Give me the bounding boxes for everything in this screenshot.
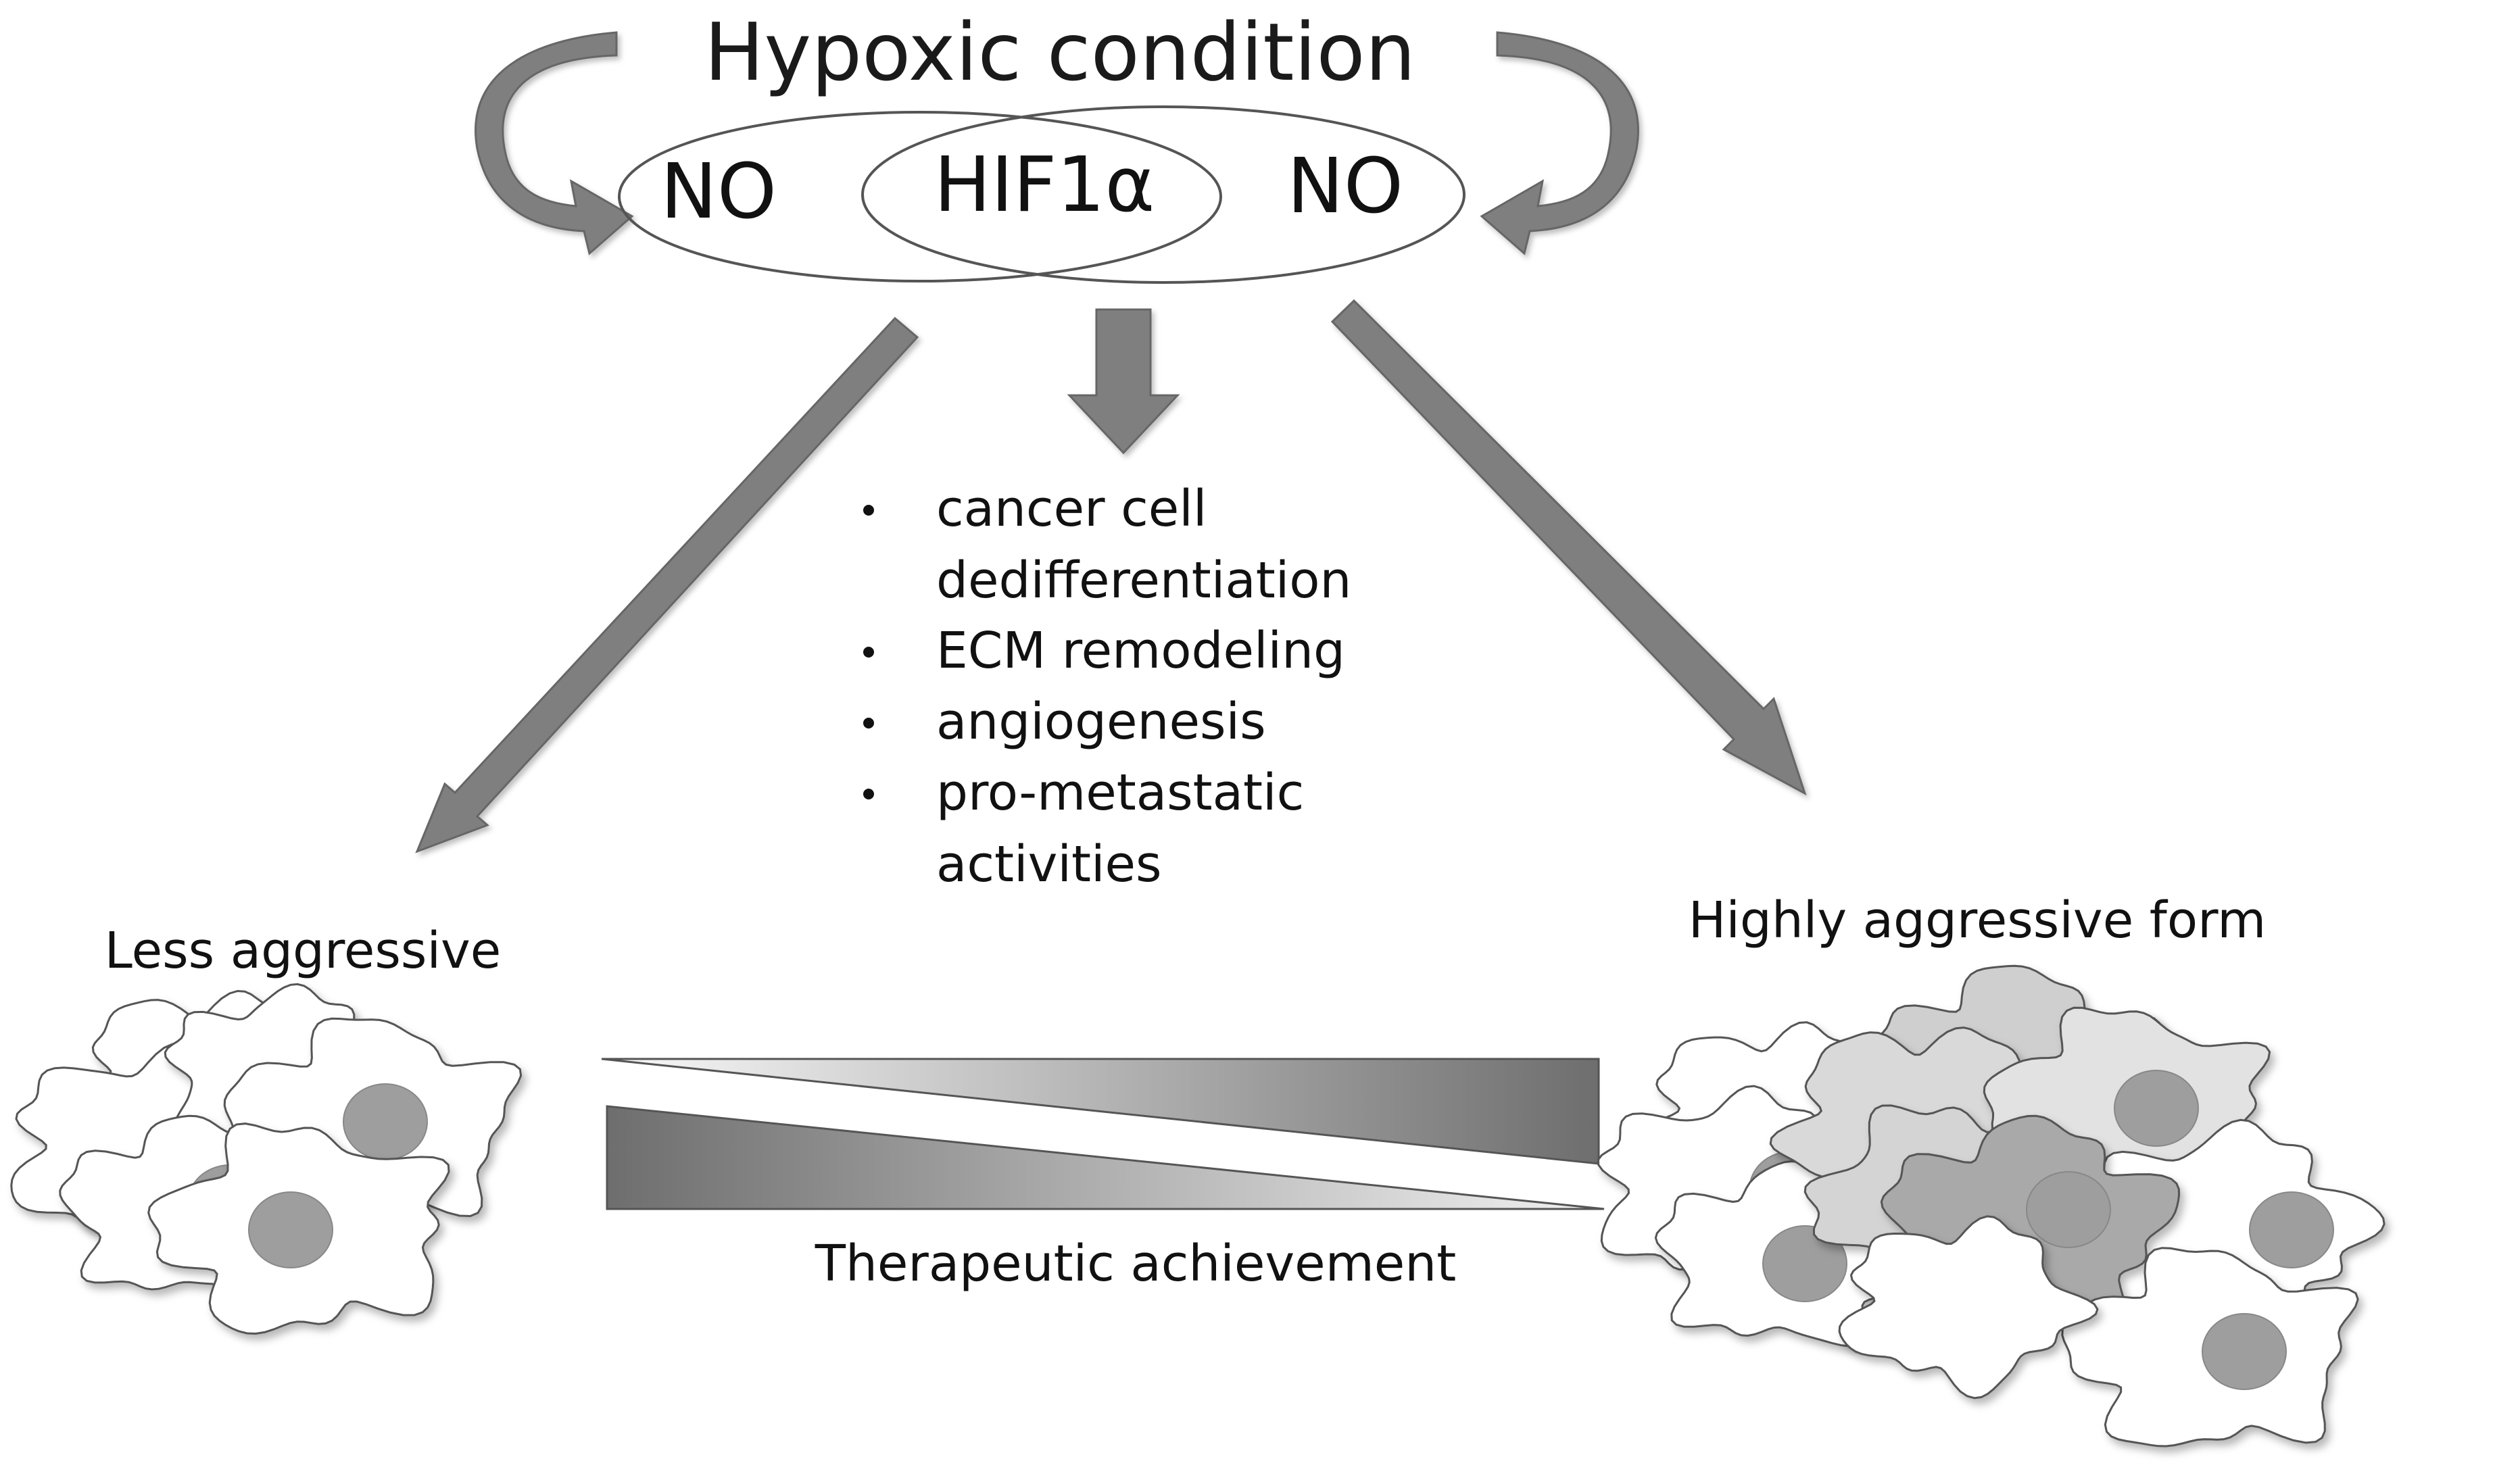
- no-label-right: NO: [1287, 143, 1403, 230]
- therapeutic-achievement-label: Therapeutic achievement: [815, 1235, 1456, 1293]
- effect-item: cancer cell dedifferentiation: [863, 480, 1351, 610]
- bullet-icon: [863, 647, 874, 658]
- curved-arrow-right-icon: [1480, 31, 1639, 255]
- bullet-icon: [863, 789, 874, 799]
- no-ellipse-left: [618, 111, 1222, 282]
- effect-line: angiogenesis: [936, 693, 1266, 751]
- bullet-icon: [863, 505, 874, 516]
- curved-arrow-left-icon: [475, 31, 634, 255]
- effect-line: ECM remodeling: [936, 622, 1345, 680]
- cell: [147, 1122, 450, 1335]
- cell: [2061, 1247, 2359, 1448]
- effect-line: pro-metastatic: [936, 764, 1304, 822]
- cell-nucleus: [1762, 1225, 1847, 1302]
- therapeutic-gradient-wedge: [606, 1105, 1605, 1210]
- diagram-title: Hypoxic condition: [704, 5, 1416, 99]
- effect-item: angiogenesis: [863, 693, 1266, 751]
- bullet-icon: [863, 718, 874, 728]
- less-aggressive-label: Less aggressive: [105, 922, 502, 980]
- effect-line: dedifferentiation: [936, 551, 1351, 610]
- cell-nucleus: [2202, 1313, 2287, 1390]
- effect-line: activities: [936, 835, 1162, 893]
- cell: [1838, 1215, 2099, 1400]
- cell-nucleus: [248, 1191, 333, 1268]
- effect-item: pro-metastatic activities: [863, 764, 1304, 893]
- hif1a-label: HIF1α: [934, 141, 1155, 229]
- effect-line: cancer cell: [936, 480, 1207, 538]
- highly-aggressive-cell-cluster: [1597, 964, 2385, 1448]
- arrow-down-left-icon: [415, 316, 919, 854]
- cell-nucleus: [343, 1083, 428, 1160]
- cell-nucleus: [2114, 1070, 2199, 1147]
- no-ellipse-right: [861, 105, 1465, 284]
- arrow-down-center-icon: [1067, 308, 1180, 455]
- arrow-down-right-icon: [1330, 299, 1807, 796]
- effect-item: ECM remodeling: [863, 622, 1345, 680]
- cell-body: [1838, 1215, 2099, 1400]
- cell-nucleus: [2249, 1191, 2334, 1268]
- less-aggressive-cell-cluster: [10, 983, 523, 1335]
- effects-list: cancer cell dedifferentiation ECM remode…: [863, 480, 1351, 893]
- cell-nucleus: [2026, 1171, 2111, 1248]
- no-label-left: NO: [660, 148, 777, 236]
- highly-aggressive-label: Highly aggressive form: [1689, 891, 2267, 949]
- aggressiveness-gradient-wedge: [601, 1058, 1600, 1165]
